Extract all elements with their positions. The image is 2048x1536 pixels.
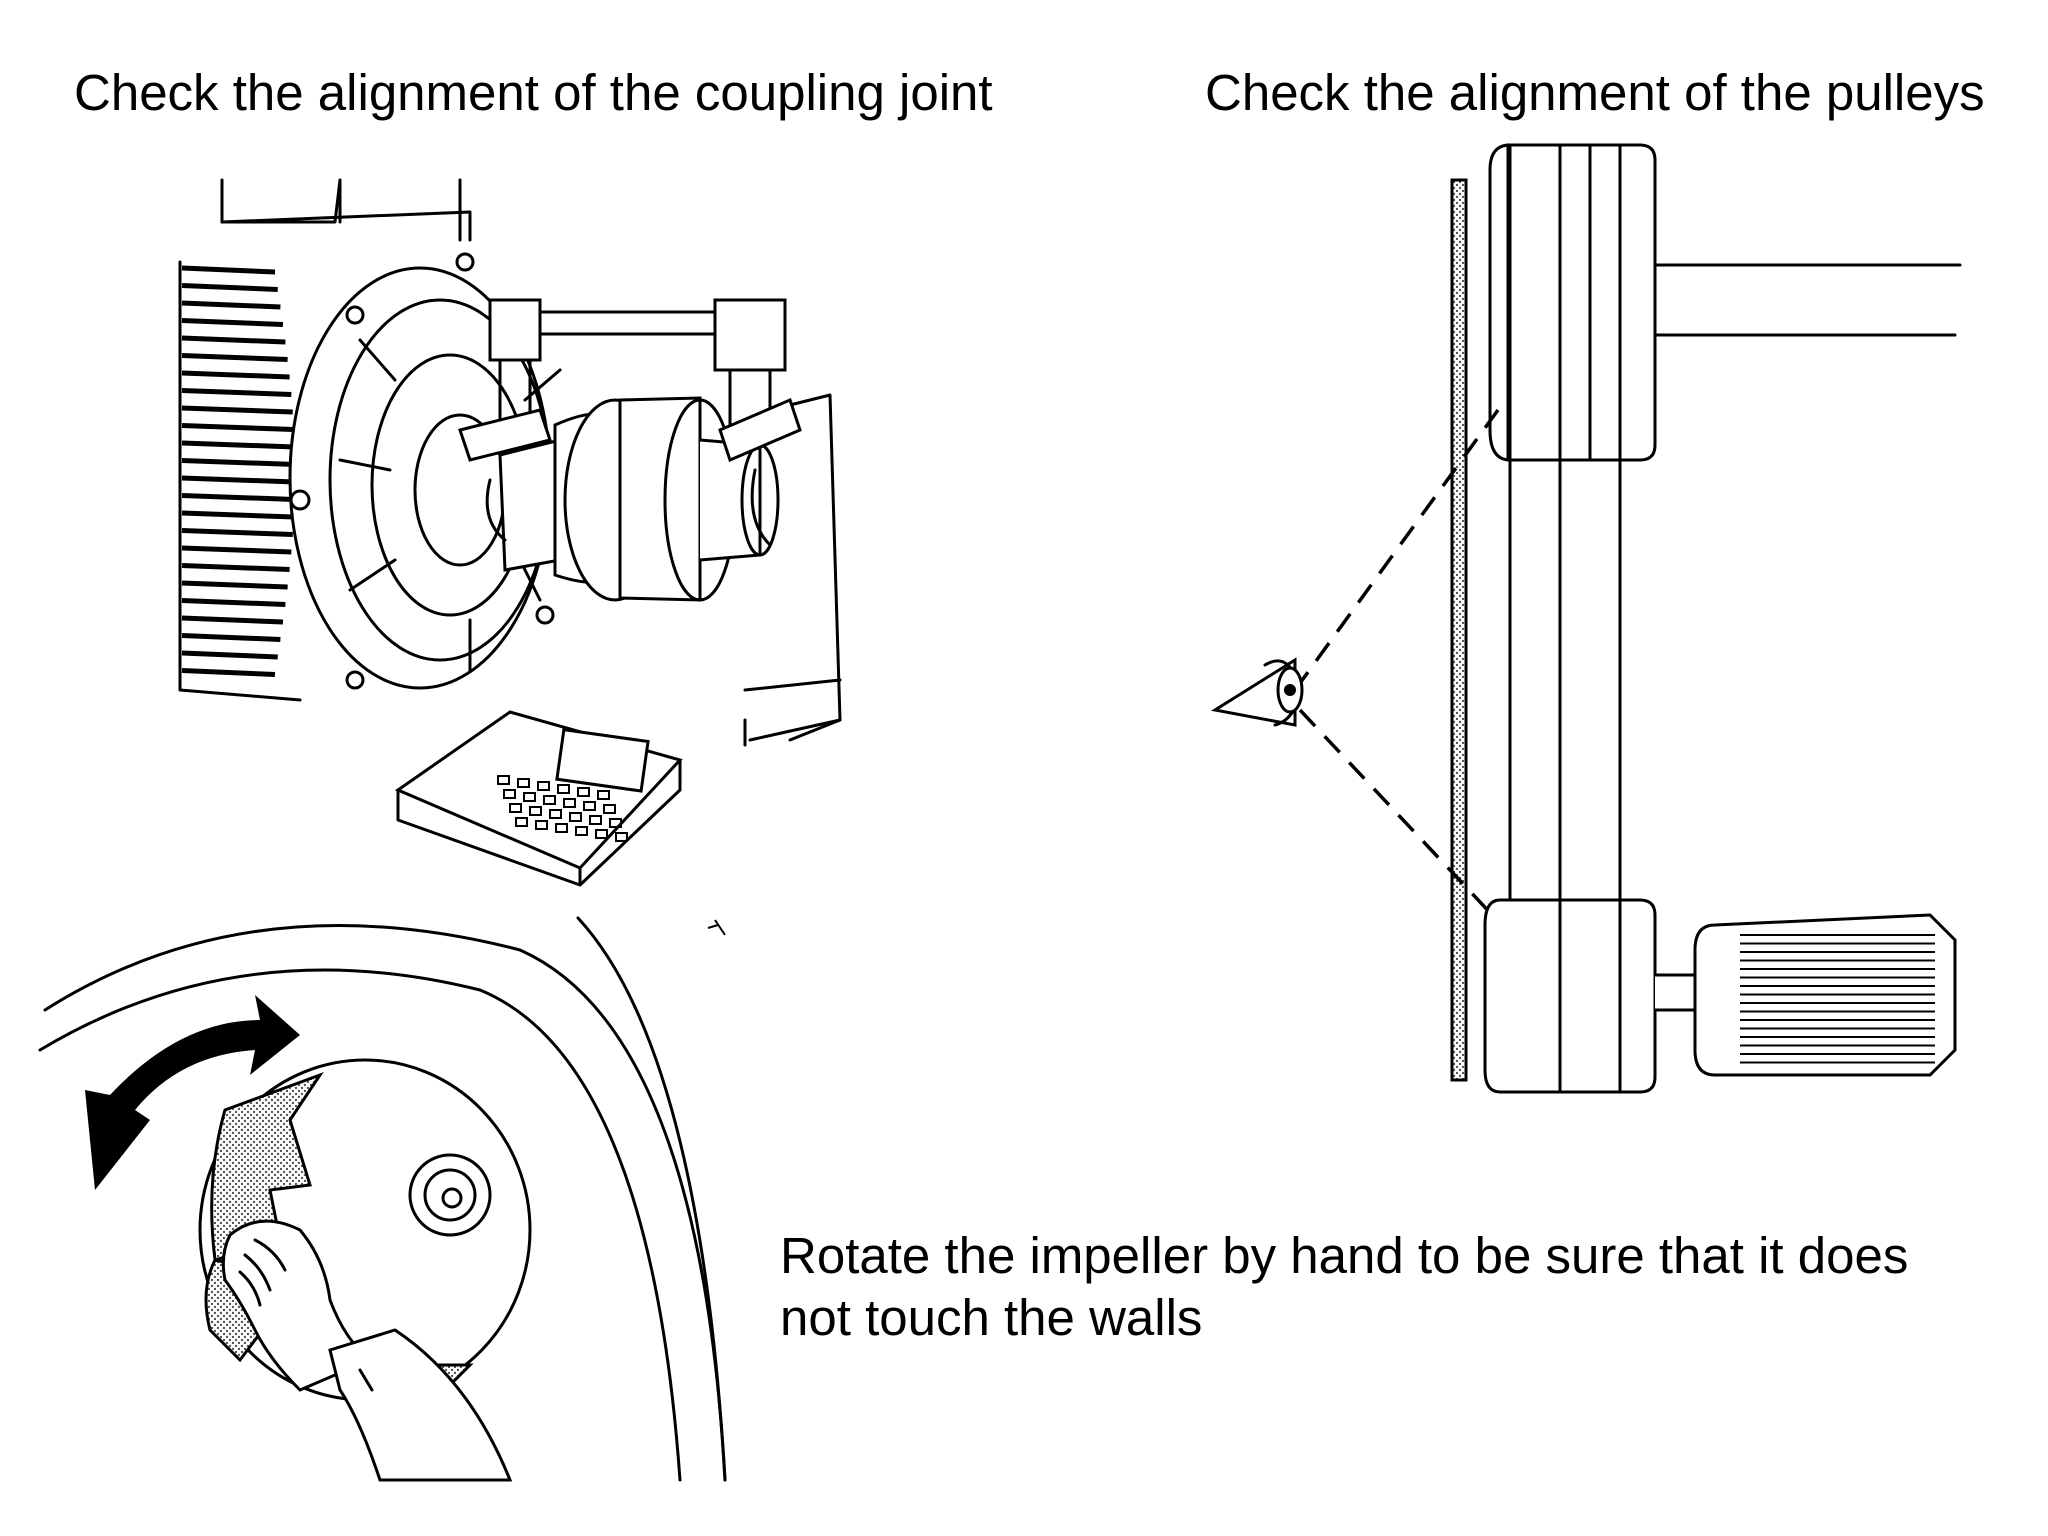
keypad-key (537, 781, 550, 791)
motor-fin (181, 335, 286, 345)
keypad-key (555, 823, 568, 833)
motor-fin (181, 300, 281, 310)
keypad-key (577, 787, 590, 797)
motor-fin (181, 668, 276, 677)
motor-fin (181, 615, 284, 625)
motor-fin (181, 528, 293, 537)
motor-fin (181, 580, 288, 590)
motor-fin (181, 388, 292, 397)
keypad-key (503, 789, 516, 799)
keypad-key (549, 809, 562, 819)
keypad-key (563, 798, 576, 808)
impeller-hub (408, 1153, 492, 1237)
alignment-laser-tool (458, 298, 802, 547)
impeller-rotation-drawing (38, 916, 727, 1482)
motor-fin (181, 510, 294, 520)
motor-fin (181, 370, 290, 380)
keypad-key (595, 829, 608, 839)
eye-icon (1210, 657, 1304, 727)
keypad-key (517, 778, 530, 788)
coupling-joint (498, 393, 842, 747)
keypad-key (515, 817, 528, 827)
keypad-key (509, 803, 522, 813)
keypad-key (615, 832, 628, 842)
motor-fin (181, 283, 278, 292)
keypad-key (543, 795, 556, 805)
keypad-key (535, 820, 548, 830)
motor-fin (181, 318, 284, 327)
pulley-alignment-drawing (1210, 143, 1962, 1094)
keypad-key (569, 812, 582, 822)
motor-fin (181, 353, 288, 362)
keypad-key (583, 801, 596, 811)
keypad-key (603, 804, 616, 814)
measurement-display-unit (394, 710, 683, 887)
keypad-key (497, 775, 510, 785)
motor-fin (181, 563, 290, 572)
motor-fin (181, 265, 276, 275)
sight-line-lower (1298, 708, 1497, 920)
sight-line-upper (1293, 408, 1500, 692)
keypad-key (523, 792, 536, 802)
motor-body (178, 252, 562, 702)
caption-coupling-alignment: Check the alignment of the coupling join… (74, 64, 993, 121)
motor-fin (181, 545, 292, 555)
hand-icon (221, 1219, 513, 1482)
keypad-key (529, 806, 542, 816)
keypad-key (589, 815, 602, 825)
motor-fin (181, 650, 278, 660)
motor-fin (181, 598, 286, 607)
motor-fin (181, 493, 295, 502)
coupling-alignment-drawing (178, 178, 842, 887)
keypad-key (597, 790, 610, 800)
straight-edge (1450, 178, 1468, 1082)
keypad-key (609, 818, 622, 828)
motor-fin (181, 423, 294, 432)
caption-rotate-impeller: Rotate the impeller by hand to be sure t… (780, 1227, 1909, 1346)
keypad-key (575, 826, 588, 836)
motor-fin (181, 475, 296, 485)
pulley-motor (1693, 913, 1957, 1077)
motor-fin (181, 405, 293, 415)
motor-fin (181, 633, 281, 642)
rotation-arrow-icon (85, 995, 300, 1190)
lower-pulley (1483, 898, 1702, 1094)
upper-pulley (1488, 143, 1962, 462)
motor-fin (181, 440, 295, 450)
keypad-key (557, 784, 570, 794)
caption-pulley-alignment: Check the alignment of the pulleys (1205, 64, 1985, 121)
motor-fin (181, 458, 296, 467)
